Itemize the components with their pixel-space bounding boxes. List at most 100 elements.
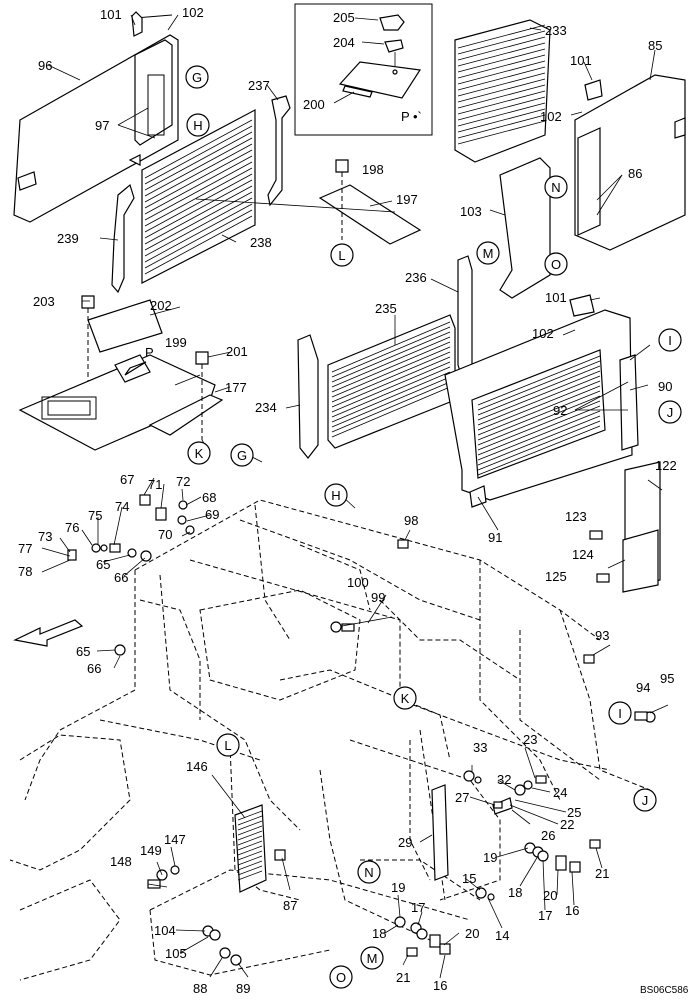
svg-text:H: H xyxy=(331,488,340,503)
label-91: 91 xyxy=(488,530,502,545)
filter-slat xyxy=(457,30,546,55)
filter-slat xyxy=(477,395,601,446)
filter-slat xyxy=(457,36,546,61)
callout-J-lower: J xyxy=(633,788,657,812)
filter-146 xyxy=(234,804,267,893)
filter-slat xyxy=(477,360,601,411)
label-233: 233 xyxy=(545,23,567,38)
label-235: 235 xyxy=(375,301,397,316)
seal-236 xyxy=(457,255,473,380)
filter-slat xyxy=(237,835,263,846)
filter-slat xyxy=(457,96,546,121)
bolt-198 xyxy=(335,159,349,173)
label-99: 99 xyxy=(371,590,385,605)
svg-text:G: G xyxy=(192,70,202,85)
filter-slat xyxy=(457,66,546,91)
label-21-lower: 21 xyxy=(396,970,410,985)
label-100: 100 xyxy=(347,575,369,590)
label-65: 65 xyxy=(96,557,110,572)
filter-slat xyxy=(237,870,263,881)
filter-slat xyxy=(457,84,546,109)
rear-grille-panel xyxy=(444,294,639,508)
rail-177 xyxy=(148,394,224,436)
callout-O-upper: O xyxy=(544,252,568,276)
callout-L-lower: L xyxy=(216,733,240,757)
filter-slat xyxy=(477,385,601,436)
filter-slat xyxy=(331,386,451,438)
label-146: 146 xyxy=(186,759,208,774)
svg-text:G: G xyxy=(237,448,247,463)
svg-text:M: M xyxy=(367,951,378,966)
label-177: 177 xyxy=(225,380,247,395)
right-door-85 xyxy=(574,74,686,251)
filter-slat xyxy=(144,167,253,227)
label-90: 90 xyxy=(658,379,672,394)
filter-slat xyxy=(457,24,546,49)
svg-text:H: H xyxy=(193,118,202,133)
filter-slat xyxy=(237,840,263,851)
label-102-rear: 102 xyxy=(532,326,554,341)
svg-text:L: L xyxy=(338,248,345,263)
plate-197 xyxy=(318,184,422,245)
filter-slat xyxy=(237,820,263,831)
svg-text:J: J xyxy=(667,405,674,420)
filter-slat xyxy=(457,54,546,79)
label-204: 204 xyxy=(333,35,355,50)
filter-slat xyxy=(237,810,263,821)
label-237: 237 xyxy=(248,78,270,93)
filter-slat xyxy=(237,815,263,826)
detail-inset-p xyxy=(294,3,433,136)
filter-slat xyxy=(477,365,601,416)
filter-slat xyxy=(237,855,263,866)
label-74: 74 xyxy=(115,499,129,514)
label-101: 101 xyxy=(100,7,122,22)
label-202: 202 xyxy=(150,298,172,313)
label-69: 69 xyxy=(205,507,219,522)
label-85: 85 xyxy=(648,38,662,53)
bracket-90 xyxy=(619,354,639,451)
filter-slat xyxy=(331,361,451,413)
filter-slat xyxy=(331,366,451,418)
part-labels: 101 102 96 97 237 239 238 205 204 200 19… xyxy=(18,5,677,996)
label-19-lower: 19 xyxy=(391,880,405,895)
filter-slat xyxy=(144,131,253,191)
label-27: 27 xyxy=(455,790,469,805)
label-21: 21 xyxy=(595,866,609,881)
label-71: 71 xyxy=(148,477,162,492)
label-76: 76 xyxy=(65,520,79,535)
label-20: 20 xyxy=(543,888,557,903)
label-148: 148 xyxy=(110,854,132,869)
label-17-lower: 17 xyxy=(411,900,425,915)
filter-slat xyxy=(477,390,601,441)
filter-slat xyxy=(331,346,451,398)
filter-238 xyxy=(141,109,256,284)
filter-slat xyxy=(477,420,601,471)
label-18-lower: 18 xyxy=(372,926,386,941)
filter-slat xyxy=(457,114,546,139)
label-75: 75 xyxy=(88,508,102,523)
label-16: 16 xyxy=(565,903,579,918)
part-205-cap xyxy=(379,14,405,31)
label-147: 147 xyxy=(164,832,186,847)
svg-text:K: K xyxy=(401,691,410,706)
label-66-lower: 66 xyxy=(87,661,101,676)
label-23: 23 xyxy=(523,732,537,747)
filter-slat xyxy=(477,415,601,466)
filter-slat xyxy=(237,865,263,876)
filter-slat xyxy=(331,381,451,433)
callout-K-lower: K xyxy=(393,686,417,710)
filter-slat xyxy=(331,326,451,378)
label-101-right: 101 xyxy=(570,53,592,68)
seal-239 xyxy=(111,183,135,294)
filter-slat xyxy=(144,161,253,221)
svg-text:N: N xyxy=(364,865,373,880)
label-104: 104 xyxy=(154,923,176,938)
label-73: 73 xyxy=(38,529,52,544)
filter-slat xyxy=(144,215,253,275)
filter-slat xyxy=(477,400,601,451)
filter-slat xyxy=(477,370,601,421)
callout-N-upper: N xyxy=(544,175,568,199)
label-29: 29 xyxy=(398,835,412,850)
drawing-code: BS06C586 xyxy=(640,985,689,996)
